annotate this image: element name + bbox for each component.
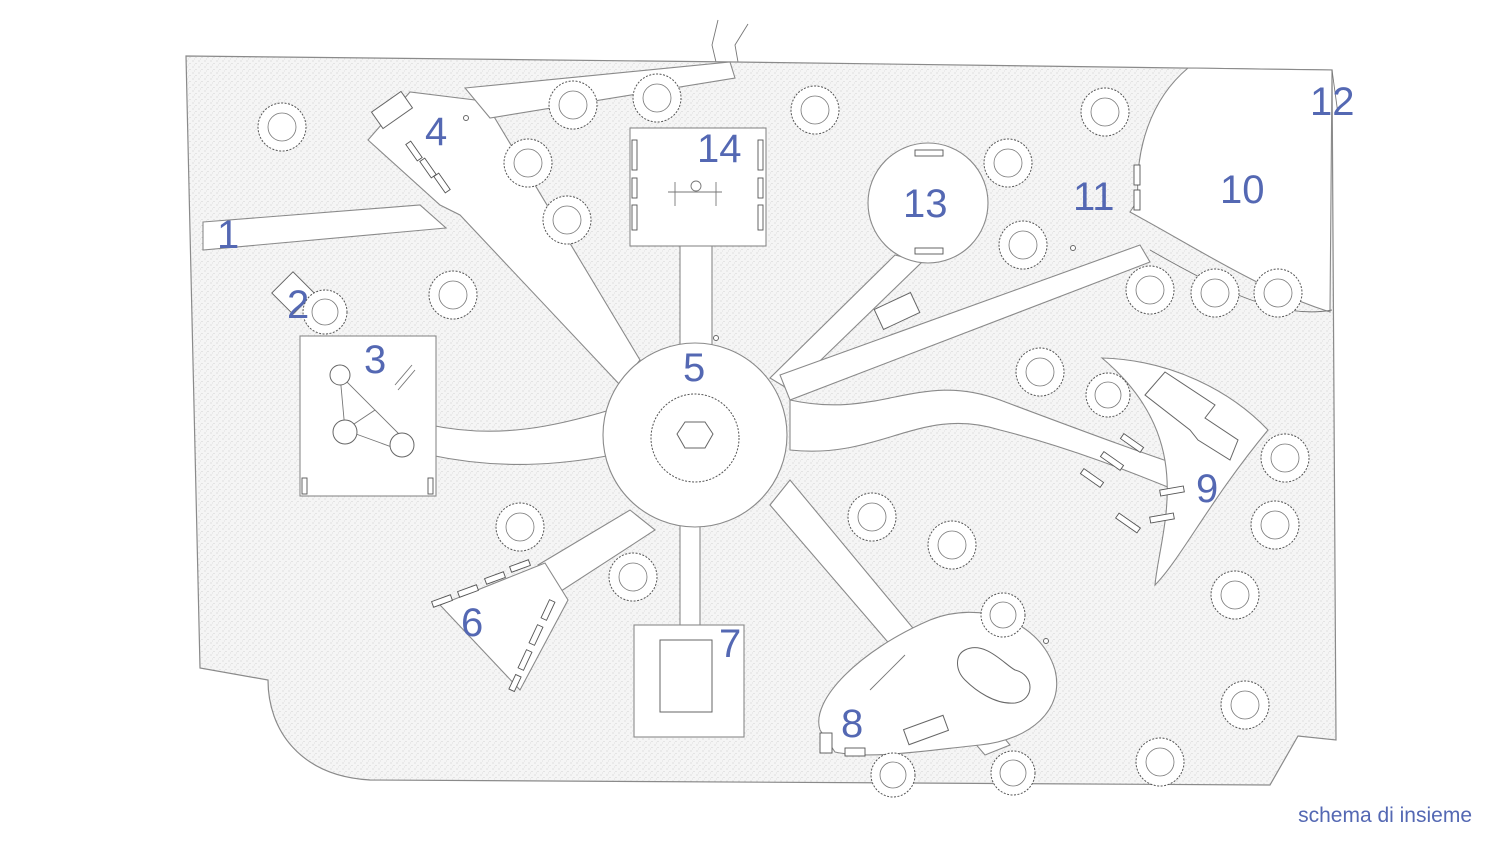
play-structure-3 [329, 364, 416, 458]
zone-label-1: 1 [217, 213, 239, 257]
zone-label-3: 3 [364, 338, 386, 382]
tree [1080, 87, 1130, 137]
tree [870, 752, 916, 798]
area-2 [271, 271, 315, 315]
zone-label-7: 7 [719, 622, 741, 666]
marker [1043, 638, 1049, 644]
fountain [676, 421, 714, 449]
tree [1015, 347, 1065, 397]
tree [980, 592, 1026, 638]
tree [503, 138, 553, 188]
tree [1250, 500, 1300, 550]
zone-label-6: 6 [461, 601, 483, 645]
tree [790, 85, 840, 135]
open-area-edge [1149, 249, 1333, 313]
tree [302, 289, 348, 335]
path-east-long [779, 244, 1151, 401]
marker [1070, 245, 1076, 251]
play-structure-14 [668, 180, 722, 206]
area-9 [1100, 357, 1269, 587]
trees [257, 73, 1310, 798]
tree [990, 750, 1036, 796]
zone-label-4: 4 [425, 110, 447, 154]
benches [301, 139, 1185, 757]
path-entrance-1 [202, 204, 448, 251]
zone-label-14: 14 [697, 127, 742, 171]
zone-label-13: 13 [903, 182, 948, 226]
zone-label-10: 10 [1220, 168, 1265, 212]
tree [998, 220, 1048, 270]
tree [1260, 433, 1310, 483]
tree [1253, 268, 1303, 318]
tree [495, 502, 545, 552]
zone-label-11: 11 [1073, 175, 1115, 219]
area-14 [629, 127, 767, 247]
tree [632, 73, 682, 123]
tree [428, 270, 478, 320]
tree [257, 102, 307, 152]
zone-label-5: 5 [683, 346, 705, 390]
path-north [679, 244, 713, 351]
area-8 [818, 611, 1058, 756]
play-structure-13 [873, 291, 921, 331]
path-north-west [367, 91, 641, 386]
tree [608, 552, 658, 602]
play-structure-8 [869, 654, 950, 746]
tree [1220, 680, 1270, 730]
zone-label-2: 2 [287, 283, 309, 327]
tree [1210, 570, 1260, 620]
area-3 [299, 335, 437, 497]
tree [1190, 268, 1240, 318]
tree [548, 80, 598, 130]
tree [542, 195, 592, 245]
tree [1135, 737, 1185, 787]
area-6 [439, 562, 569, 691]
boundary-line-12 [1331, 69, 1339, 115]
tree [1085, 372, 1131, 418]
path-south [679, 524, 701, 626]
area-7-play [659, 639, 713, 713]
zone-label-8: 8 [841, 702, 863, 746]
entrance-4-structure [370, 90, 451, 194]
tree [1125, 265, 1175, 315]
zone-label-9: 9 [1196, 467, 1218, 511]
area-13 [867, 142, 989, 264]
marker [463, 115, 469, 121]
tree [927, 520, 977, 570]
map-caption: schema di insieme [1298, 804, 1472, 827]
entrance-track [711, 19, 749, 63]
tree [983, 138, 1033, 188]
tree [847, 492, 897, 542]
pond-8 [957, 647, 1031, 704]
zone-label-12: 12 [1310, 80, 1355, 124]
building-9 [1144, 371, 1239, 461]
marker [713, 335, 719, 341]
